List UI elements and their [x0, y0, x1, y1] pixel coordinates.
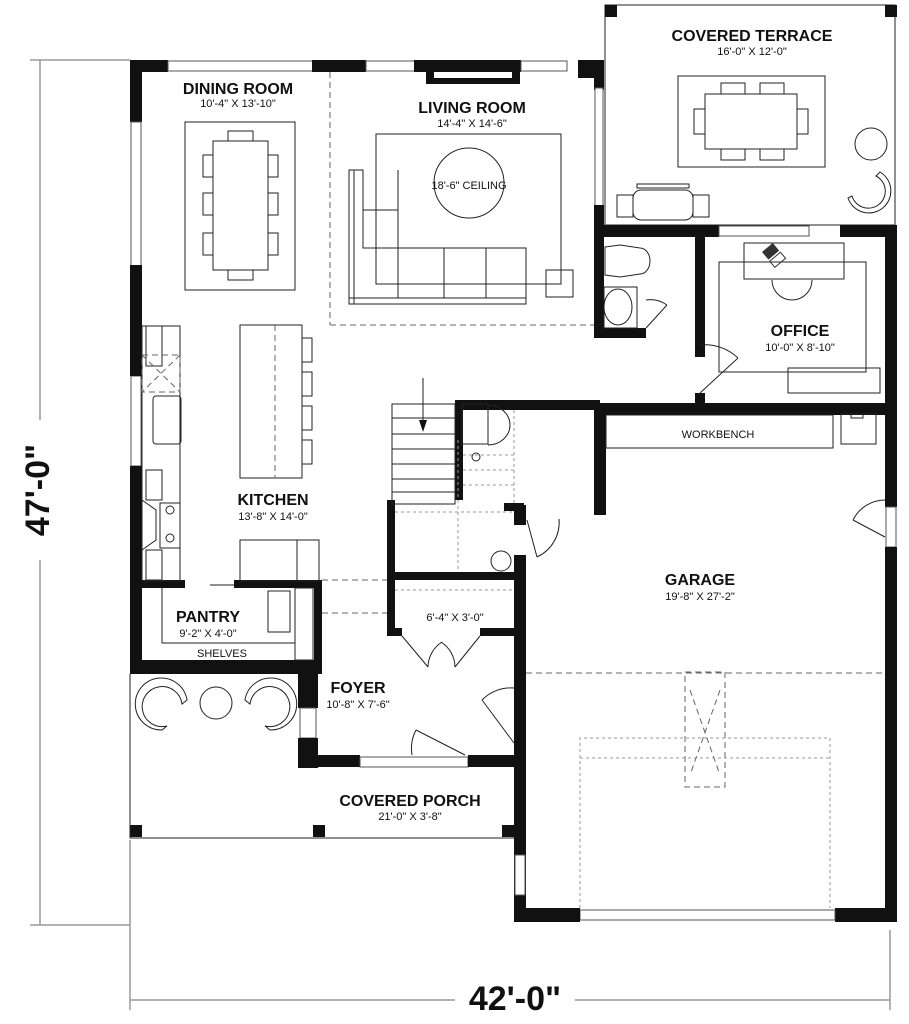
- toilet: [604, 244, 651, 278]
- sectional-sofa: [348, 169, 527, 305]
- garage-title: GARAGE: [665, 572, 736, 589]
- foyer-title: FOYER: [330, 680, 386, 697]
- cooktop: [159, 502, 181, 549]
- living-room: [330, 133, 594, 326]
- kitchen: [141, 324, 320, 586]
- terrace-rug: [677, 75, 826, 168]
- water-heater: [490, 550, 512, 572]
- dining-room: [184, 72, 331, 325]
- end-table: [545, 269, 574, 298]
- powder-room: [603, 244, 668, 329]
- office-title: OFFICE: [771, 323, 830, 340]
- garage-dimensions: 19'-8" X 27'-2": [665, 591, 735, 603]
- pantry-shelves-label: SHELVES: [197, 648, 247, 660]
- kitchen-island: [239, 324, 303, 479]
- porch-chair-right: [244, 677, 298, 731]
- attic-hatch: [684, 671, 726, 788]
- covered-terrace: [604, 4, 897, 226]
- pantry-dimensions: 9'-2" X 4'-0": [179, 628, 236, 640]
- closet: [395, 589, 514, 668]
- overall-width-label: 42'-0": [469, 980, 561, 1018]
- workbench-label: WORKBENCH: [682, 429, 755, 441]
- foyer-dimensions: 10'-8" X 7'-6": [326, 699, 389, 711]
- walls: [130, 60, 897, 922]
- garage: [526, 413, 886, 908]
- stairs: [391, 378, 515, 572]
- kitchen-dimensions: 13'-8" X 14'-0": [238, 511, 308, 523]
- dining-title: DINING ROOM: [183, 81, 293, 98]
- foyer: [322, 579, 515, 756]
- dining-rug: [184, 121, 296, 291]
- closet-dimensions: 6'-4" X 3'-0": [426, 612, 483, 624]
- covered-porch: [134, 677, 298, 731]
- dining-table: [212, 140, 269, 271]
- porch-chair-left: [134, 677, 188, 731]
- office-credenza: [787, 367, 881, 394]
- dining-dimensions: 10'-4" X 13'-10": [200, 98, 276, 110]
- kitchen-title: KITCHEN: [237, 492, 308, 509]
- terrace-bench: [632, 189, 694, 221]
- terrace-table: [704, 93, 798, 150]
- living-dimensions: 14'-4" X 14'-6": [437, 118, 507, 130]
- ceiling-circle: [433, 147, 505, 219]
- car-outline: [579, 737, 831, 908]
- porch-dimensions: 21'-0" X 3'-8": [378, 811, 441, 823]
- living-ceiling-note: 18'-6" CEILING: [431, 180, 506, 192]
- living-rug: [375, 133, 562, 285]
- terrace-side-table: [854, 127, 888, 161]
- washer: [461, 403, 489, 445]
- overall-depth-label: 47'-0": [19, 444, 57, 536]
- range-hood: [141, 499, 157, 551]
- porch-title: COVERED PORCH: [339, 793, 480, 810]
- pantry: [161, 587, 314, 661]
- office-rug: [718, 261, 867, 373]
- terrace-dimensions: 16'-0" X 12'-0": [717, 46, 787, 58]
- porch-side-table: [199, 686, 233, 720]
- office-dimensions: 10'-0" X 8'-10": [765, 342, 835, 354]
- office: [699, 242, 881, 394]
- porch-outline: [129, 674, 514, 839]
- kitchen-sink: [152, 395, 182, 445]
- kitchen-counter: [141, 325, 181, 582]
- overall-dimensions: [30, 59, 891, 1010]
- office-desk: [743, 242, 845, 280]
- terrace-title: COVERED TERRACE: [672, 28, 833, 45]
- workbench: [605, 414, 834, 449]
- mudroom-fixtures: [461, 403, 512, 572]
- pantry-title: PANTRY: [176, 609, 240, 626]
- kitchen-bench: [239, 539, 298, 582]
- terrace-lounge-chair: [847, 171, 892, 214]
- office-chair: [771, 279, 813, 301]
- sink: [603, 288, 633, 326]
- living-title: LIVING ROOM: [418, 100, 526, 117]
